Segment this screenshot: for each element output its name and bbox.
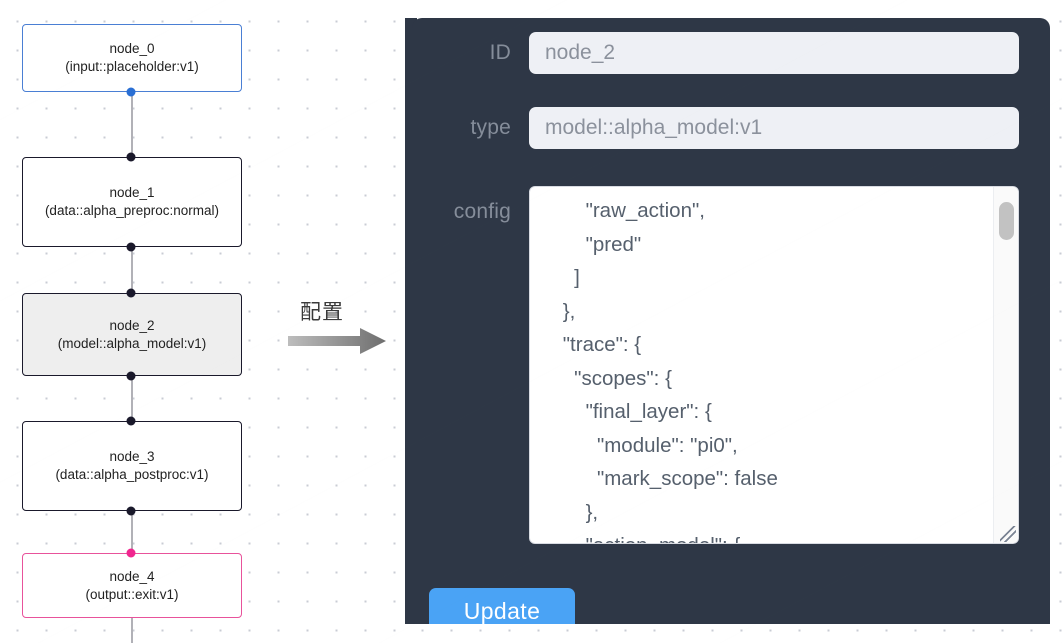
type-input[interactable] [529, 107, 1019, 149]
config-scrollbar-track[interactable] [993, 187, 1018, 543]
node-subtitle: (output::exit:v1) [85, 586, 179, 602]
node-title: node_3 [109, 449, 155, 465]
handle-node_2-target[interactable] [126, 288, 136, 298]
config-scrollbar-thumb[interactable] [999, 202, 1014, 240]
handle-node_3-source[interactable] [126, 506, 136, 516]
transition-arrow-group: 配置 [288, 296, 398, 358]
handle-node_4-target[interactable] [126, 548, 136, 558]
edge-node4-out [131, 618, 133, 643]
config-textarea[interactable]: "raw_action", "pred" ] }, "trace": { "sc… [530, 187, 995, 543]
id-input[interactable] [529, 32, 1019, 74]
resize-handle-icon[interactable] [1000, 526, 1016, 542]
id-field-label: ID [489, 41, 511, 64]
edge-node0-node1 [131, 92, 133, 157]
node-subtitle: (input::placeholder:v1) [65, 59, 199, 74]
node-title: node_0 [109, 41, 155, 57]
node-subtitle: (data::alpha_preproc:normal) [44, 203, 220, 218]
handle-node_1-source[interactable] [126, 242, 136, 252]
field-row-id: ID [424, 32, 1019, 74]
config-panel: ID type config "raw_action", "pred" ] },… [412, 18, 1050, 624]
graph-node-node_2[interactable]: node_2 (model::alpha_model:v1) [22, 293, 242, 376]
node-title: node_4 [109, 568, 155, 584]
node-subtitle: (data::alpha_postproc:v1) [55, 467, 209, 482]
graph-node-node_3[interactable]: node_3 (data::alpha_postproc:v1) [22, 421, 242, 511]
handle-node_0-source[interactable] [126, 87, 136, 97]
edge-node3-node4 [131, 511, 133, 553]
config-field-label: config [453, 200, 511, 223]
right-arrow-icon [288, 328, 386, 354]
node-graph-canvas[interactable]: node_0 (input::placeholder:v1) node_1 (d… [0, 0, 405, 643]
edge-node1-node2 [131, 247, 133, 293]
handle-node_3-target[interactable] [126, 416, 136, 426]
node-title: node_2 [109, 317, 155, 333]
node-subtitle: (model::alpha_model:v1) [57, 335, 207, 351]
node-title: node_1 [109, 185, 155, 201]
edge-node2-node3 [131, 376, 133, 421]
handle-node_1-target[interactable] [126, 152, 136, 162]
graph-node-node_4[interactable]: node_4 (output::exit:v1) [22, 553, 242, 618]
graph-node-node_1[interactable]: node_1 (data::alpha_preproc:normal) [22, 157, 242, 247]
handle-node_2-source[interactable] [126, 371, 136, 381]
transition-label: 配置 [300, 300, 344, 324]
field-row-config: config "raw_action", "pred" ] }, "trace"… [424, 186, 1019, 544]
field-row-type: type [424, 107, 1019, 149]
update-button[interactable]: Update [429, 588, 575, 624]
type-field-label: type [470, 116, 511, 139]
config-textarea-wrapper: "raw_action", "pred" ] }, "trace": { "sc… [529, 186, 1019, 544]
graph-node-node_0[interactable]: node_0 (input::placeholder:v1) [22, 24, 242, 92]
